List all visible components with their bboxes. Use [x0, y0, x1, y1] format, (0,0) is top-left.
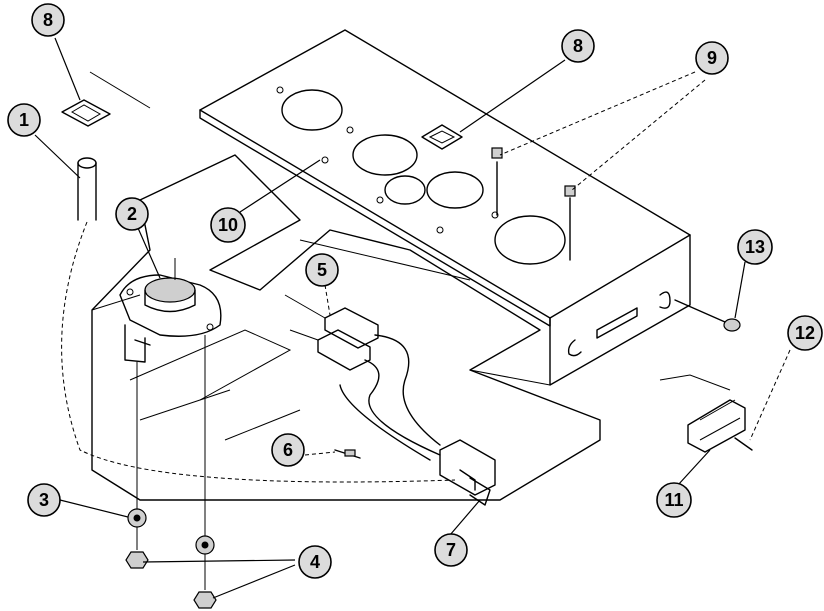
callout-6: 6	[271, 433, 305, 467]
callout-2-label: 2	[127, 204, 137, 224]
leader-lines	[34, 37, 791, 599]
callout-8-left: 8	[31, 3, 65, 37]
callout-8-right-label: 8	[573, 36, 583, 56]
callout-13: 13	[737, 229, 773, 265]
part-1-pin	[61, 157, 456, 483]
part-8-insulator-left	[61, 71, 151, 127]
callout-11-label: 11	[664, 490, 683, 510]
callout-12: 12	[787, 315, 823, 351]
top-panel	[199, 29, 691, 327]
callout-7: 7	[434, 533, 468, 567]
part-6-screw	[334, 449, 361, 459]
callout-11: 11	[656, 482, 692, 518]
callout-12-label: 12	[795, 323, 815, 343]
callout-5: 5	[305, 253, 339, 287]
callout-5-label: 5	[317, 260, 327, 280]
callout-8-right: 8	[561, 29, 595, 63]
callout-13-label: 13	[745, 237, 765, 257]
callout-7-label: 7	[446, 540, 456, 560]
part-9-screws	[491, 147, 576, 261]
base-plate	[91, 154, 601, 501]
callout-1-label: 1	[19, 110, 29, 130]
part-11-clip	[687, 399, 753, 453]
callout-9-label: 9	[707, 48, 717, 68]
side-bracket	[469, 234, 731, 391]
callout-10-label: 10	[218, 215, 238, 235]
part-13-screw	[674, 299, 741, 332]
part-2-thermostat	[119, 258, 222, 590]
part-7-terminal-block	[439, 439, 496, 506]
callout-3: 3	[27, 483, 61, 517]
part-4-nuts	[125, 551, 217, 609]
callout-3-label: 3	[39, 490, 49, 510]
part-3-washers	[127, 508, 215, 555]
callout-4-label: 4	[310, 552, 320, 572]
callout-10: 10	[210, 207, 246, 243]
callout-6-label: 6	[283, 440, 293, 460]
part-8-insulator-right	[421, 124, 463, 150]
callout-1: 1	[7, 103, 41, 137]
callout-4: 4	[298, 545, 332, 579]
part-5-connectors	[284, 294, 441, 461]
callout-8-left-label: 8	[43, 10, 53, 30]
callout-2: 2	[115, 197, 149, 231]
callout-9: 9	[695, 41, 729, 75]
